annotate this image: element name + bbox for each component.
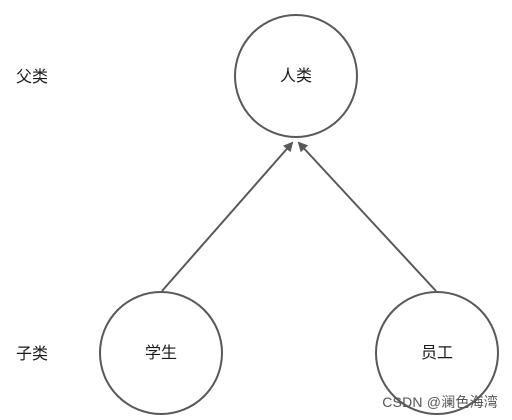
edge-employee-to-human <box>297 141 437 292</box>
edge-student-to-human <box>161 141 294 292</box>
child-node-student: 学生 <box>99 291 223 415</box>
child-node-employee-label: 员工 <box>420 343 453 362</box>
parent-node-label: 人类 <box>279 66 312 85</box>
parent-class-label: 父类 <box>16 67 49 86</box>
child-class-label: 子类 <box>16 344 49 363</box>
watermark-text: CSDN @澜色海湾 <box>382 394 498 410</box>
child-node-student-label: 学生 <box>144 343 177 362</box>
child-node-employee: 员工 <box>375 291 499 415</box>
parent-node-human: 人类 <box>234 14 358 138</box>
